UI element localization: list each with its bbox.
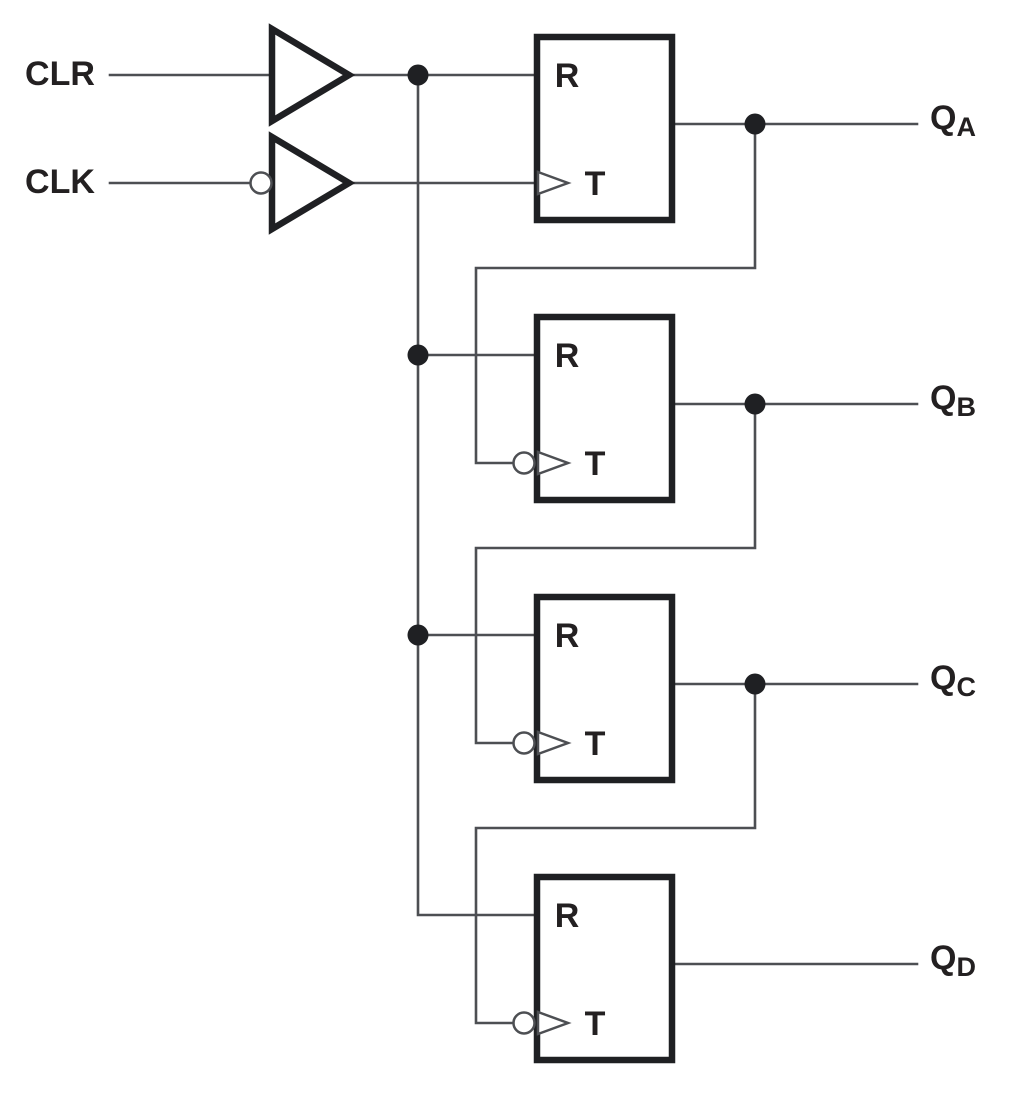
clk-input-label: CLK (25, 163, 95, 201)
clr-bus-wire (416, 73, 539, 917)
qc-output-label: QC (930, 659, 976, 702)
qb-output-label: QB (930, 379, 976, 422)
clr-bus-junction-dot-b (407, 344, 429, 366)
qb-feedback-wire (474, 402, 757, 745)
ff-d-clock-edge-icon (536, 1010, 572, 1036)
qa-output-label: QA (930, 99, 976, 142)
clk-inverter-bubble-icon (249, 171, 273, 195)
clk-inverting-buffer (268, 131, 356, 235)
ff-b-toggle-label: T (584, 445, 606, 483)
ff-a-box (533, 33, 676, 224)
ff-b-box (533, 313, 676, 504)
ff-a-clock-edge-icon (536, 170, 572, 196)
ff-d-reset-label: R (554, 897, 580, 935)
ff-c-toggle-bubble-icon (512, 731, 536, 755)
ff-a-toggle-label: T (584, 165, 606, 203)
qa-junction-dot (744, 113, 766, 135)
qa-feedback-wire (474, 122, 757, 465)
qb-junction-dot (744, 393, 766, 415)
clr-input-label: CLR (25, 55, 95, 93)
ff-b-reset-label: R (554, 337, 580, 375)
ff-d-box (533, 873, 676, 1064)
clr-bus-junction-dot-a (407, 64, 429, 86)
qc-junction-dot (744, 673, 766, 695)
clr-buffer (268, 23, 356, 127)
clr-bus-junction-dot-c (407, 624, 429, 646)
ff-b-clock-edge-icon (536, 450, 572, 476)
ff-a-reset-label: R (554, 57, 580, 95)
qd-output-label: QD (930, 939, 976, 982)
ff-d-toggle-bubble-icon (512, 1011, 536, 1035)
qc-feedback-wire (474, 682, 757, 1025)
ff-c-reset-label: R (554, 617, 580, 655)
ff-c-toggle-label: T (584, 725, 606, 763)
ff-c-box (533, 593, 676, 784)
ff-d-toggle-label: T (584, 1005, 606, 1043)
ff-c-clock-edge-icon (536, 730, 572, 756)
ff-b-toggle-bubble-icon (512, 451, 536, 475)
